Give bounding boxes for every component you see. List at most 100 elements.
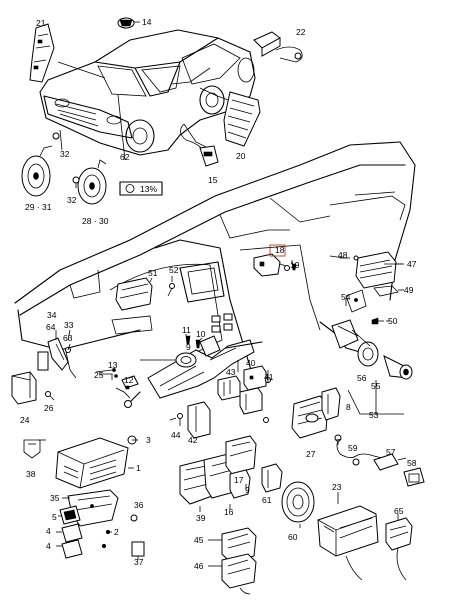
callout-20: 20 [236,151,246,161]
part-8-switch [321,387,341,421]
dashboard-outline [14,141,416,401]
callout-27: 27 [306,449,316,459]
callout-32-b: 32 [67,195,77,205]
callout-17: 17 [234,475,244,485]
callout-59: 59 [348,443,358,453]
callout-62: 62 [120,152,130,162]
callout-33: 33 [64,320,74,330]
callout-25: 25 [94,370,104,380]
part-57-connector [373,453,407,471]
callout-4-b: 4 [46,541,51,551]
callout-28-30: 28 · 30 [82,216,109,226]
part-29-31-horn [21,132,60,197]
callout-42: 42 [188,435,198,445]
callout-2: 2 [114,527,119,537]
part-13-clip [95,368,116,373]
part-52-screw [167,283,175,297]
part-60-knob [281,481,315,523]
callout-60: 60 [288,532,298,542]
part-3-bolt [127,435,138,445]
callout-44: 44 [171,430,181,440]
callout-21: 21 [36,18,46,28]
part-28-30-horn [72,159,107,205]
part-50-bolt [371,317,384,325]
part-21-bracket [29,23,55,83]
callout-37: 37 [134,557,144,567]
callout-19: 19 [290,260,300,270]
callout-64: 64 [46,322,56,332]
callout-39: 39 [196,513,206,523]
callout-18-highlight [269,244,286,257]
part-5-relay [59,505,81,525]
part-58-switch [403,467,425,487]
callout-57: 57 [386,447,396,457]
part-51-module [115,277,153,311]
callout-61: 61 [262,495,272,505]
callout-labels: 14 21 22 32 62 20 15 29 · 31 32 28 · 30 … [20,17,417,571]
callout-8: 8 [346,402,351,412]
callout-35: 35 [50,493,60,503]
callout-24: 24 [20,415,30,425]
part-9-switch-block [225,435,257,475]
part-18-switch [253,253,290,277]
part-65-switch [385,517,413,581]
callout-11: 11 [182,325,191,335]
callout-38: 38 [26,469,36,479]
callout-51: 51 [148,268,158,278]
callout-55: 55 [371,381,381,391]
part-17-switch [229,469,251,499]
part-24-control-unit [11,371,37,405]
callout-13: 13 [108,360,118,370]
part-35-bracket [67,489,119,527]
vehicle-illustration [39,29,256,161]
part-37-relay [131,541,145,557]
callout-7: 7 [336,437,341,447]
callout-36: 36 [134,500,144,510]
callout-63: 63 [63,333,73,343]
callout-14: 14 [142,17,152,27]
callout-22: 22 [296,27,306,37]
part-53-switch-assembly [319,319,413,380]
part-15-switch [180,123,219,167]
part-23-heater-control [317,505,379,581]
part-2-screw [101,529,111,549]
callout-12: 12 [124,375,134,385]
callout-46: 46 [194,561,204,571]
part-46-switch [221,553,257,595]
callout-43: 43 [226,367,236,377]
callout-23: 23 [332,482,342,492]
part-36-screw [130,514,138,522]
part-42-relay [187,401,211,439]
part-49-bracket [373,285,399,297]
callout-40: 40 [246,358,256,368]
part-11-screw [185,335,191,345]
callout-53: 53 [369,410,379,420]
part-10-screw [195,339,201,349]
callout-50: 50 [388,316,398,326]
callout-18: 18 [275,245,285,255]
part-61-switch [261,463,283,493]
callout-45: 45 [194,535,204,545]
part-1-control-module [55,437,129,489]
part-14-sensor [117,17,140,29]
percent-badge: 13% [119,181,163,196]
callout-48: 48 [338,250,348,260]
callout-52: 52 [169,265,179,275]
part-54-bracket [345,289,367,313]
part-44-screw [177,413,183,426]
part-38-bracket [23,439,41,459]
steering-column-assembly [124,335,263,408]
part-26-screw [45,391,55,401]
part-45-switch [221,527,257,563]
part-41-relay [239,377,271,423]
part-19-screw [291,263,297,271]
callout-56: 56 [357,373,367,383]
part-27-switch [291,395,329,439]
callout-65: 65 [394,506,404,516]
callout-4-a: 4 [46,526,51,536]
part-22-sensor-harness [253,31,303,63]
part-40-relay [243,365,267,391]
callout-9: 9 [186,342,191,352]
